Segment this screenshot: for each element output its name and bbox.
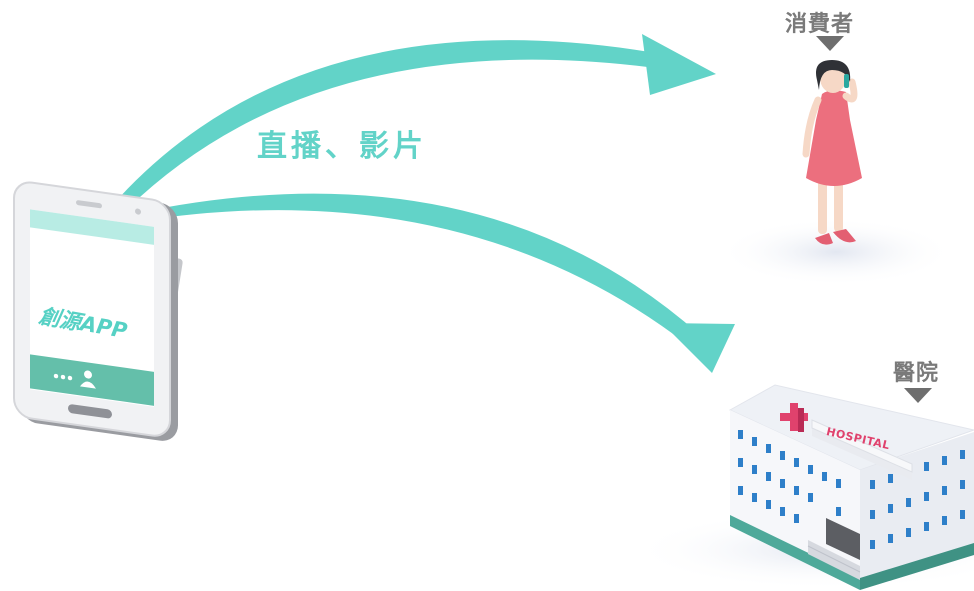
arrow-to-consumer bbox=[108, 34, 716, 212]
smartphone-icon bbox=[13, 181, 183, 441]
woman-on-phone-icon bbox=[718, 36, 954, 286]
hospital-pointer-icon bbox=[904, 388, 932, 403]
hospital-cross-icon bbox=[780, 403, 808, 432]
consumer-label: 消費者 bbox=[785, 12, 855, 37]
consumer-pointer-icon bbox=[816, 36, 844, 51]
hospital-building-icon bbox=[630, 384, 974, 590]
arrow-caption: 直播、影片 bbox=[257, 129, 427, 164]
hospital-label: 醫院 bbox=[893, 361, 940, 386]
arrow-to-hospital bbox=[132, 193, 735, 373]
hospital-windows bbox=[738, 430, 965, 549]
